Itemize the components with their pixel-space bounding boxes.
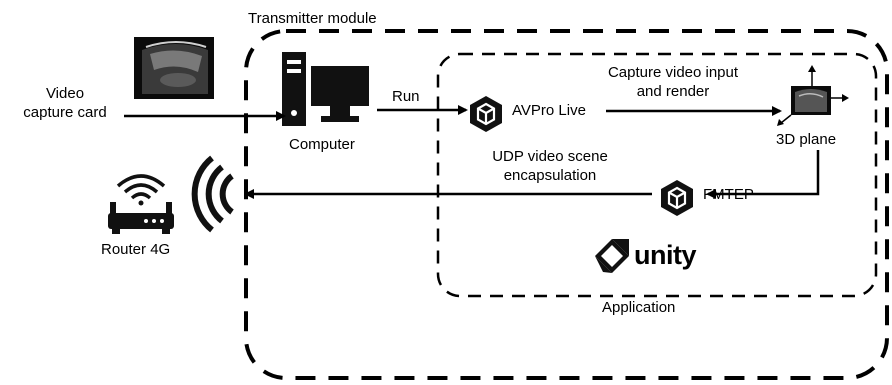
video-capture-card-label-line1: Video: [45, 85, 85, 102]
udp-encapsulation-label: UDP video scene encapsulation: [460, 147, 640, 185]
unity-logo-icon: [595, 239, 629, 273]
application-label: Application: [602, 299, 676, 316]
router-label: Router 4G: [101, 241, 171, 258]
fmtep-label: FMTEP: [703, 186, 754, 203]
router-icon: [108, 174, 174, 234]
capture-render-label: Capture video input and render: [578, 63, 768, 101]
application-boundary: [436, 52, 878, 298]
wireless-signal-icon: [191, 155, 234, 233]
run-label: Run: [392, 88, 420, 105]
ultrasound-image-icon: [134, 37, 214, 99]
video-capture-card-label-line2: capture card: [23, 104, 107, 121]
video-capture-card-label: Video capture card: [6, 84, 124, 122]
unity-logo-text: unity: [634, 240, 697, 270]
transmitter-module-label: Transmitter module: [248, 10, 377, 27]
3d-plane-label: 3D plane: [776, 131, 837, 148]
computer-label: Computer: [289, 136, 355, 153]
udp-encapsulation-label-line1: UDP video scene: [492, 148, 608, 165]
unity-cube-icon: [468, 94, 504, 134]
unity-cube-icon: [659, 178, 695, 218]
arrow-plane-to-fmtep: [706, 150, 820, 199]
computer-icon: [282, 52, 369, 126]
udp-encapsulation-label-line2: encapsulation: [503, 167, 597, 184]
3d-plane-icon: [777, 65, 849, 126]
transmitter-module-boundary: [244, 29, 889, 380]
avpro-label: AVPro Live: [512, 102, 586, 119]
capture-render-label-line1: Capture video input: [607, 64, 739, 81]
capture-render-label-line2: and render: [636, 83, 710, 100]
